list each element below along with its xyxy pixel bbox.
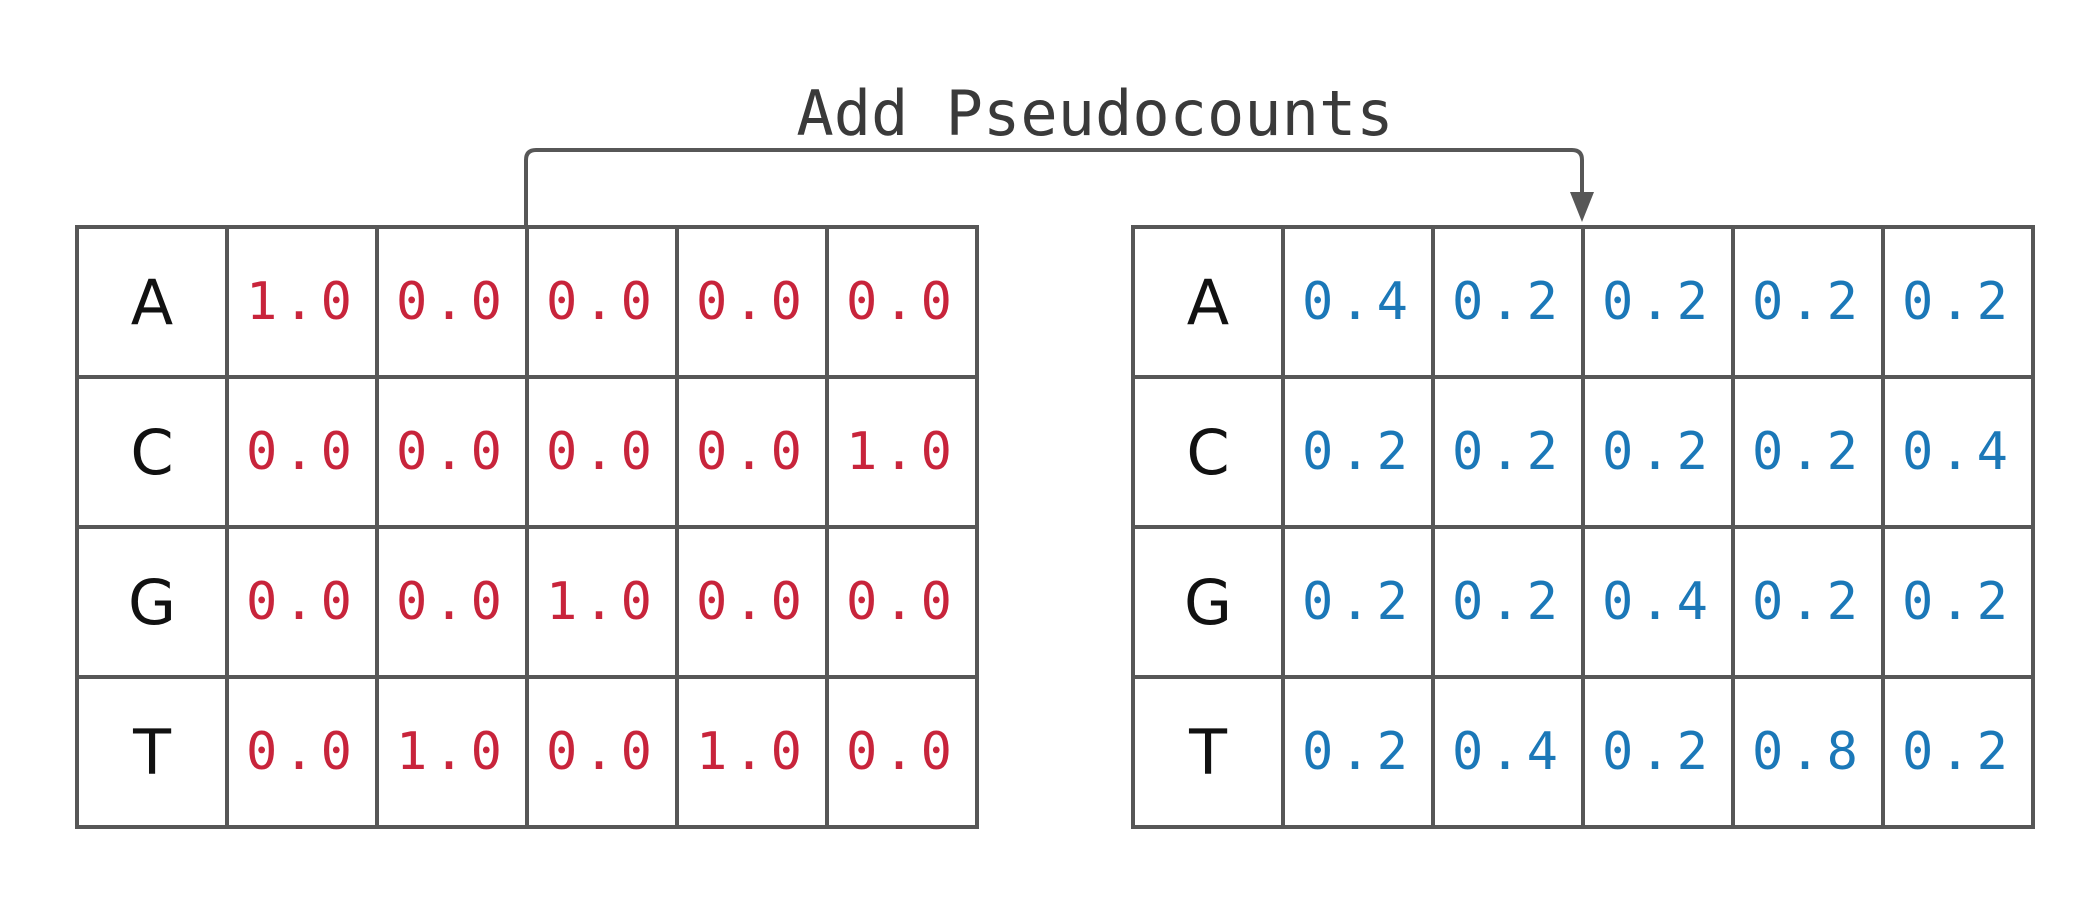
matrix-row-g: G 0.2 0.2 0.4 0.2 0.2 [1131,525,2035,679]
count-cell: 0.0 [525,225,679,379]
probability-cell: 0.4 [1881,375,2035,529]
matrix-row-a: A 1.0 0.0 0.0 0.0 0.0 [75,225,979,379]
matrix-row-c: C 0.2 0.2 0.2 0.2 0.4 [1131,375,2035,529]
matrix-row-a: A 0.4 0.2 0.2 0.2 0.2 [1131,225,2035,379]
probability-cell: 0.2 [1431,375,1585,529]
probability-cell: 0.8 [1731,675,1885,829]
count-cell: 1.0 [225,225,379,379]
base-label-a: A [1131,225,1285,379]
count-cell: 1.0 [375,675,529,829]
pseudocount-matrix: A 0.4 0.2 0.2 0.2 0.2 C 0.2 0.2 0.2 0.2 … [1131,225,2035,829]
base-label-t: T [1131,675,1285,829]
base-label-g: G [1131,525,1285,679]
probability-cell: 0.4 [1431,675,1585,829]
count-cell: 1.0 [675,675,829,829]
probability-cell: 0.2 [1281,375,1435,529]
arrow-line [524,148,1584,225]
count-cell: 0.0 [525,375,679,529]
count-matrix: A 1.0 0.0 0.0 0.0 0.0 C 0.0 0.0 0.0 0.0 … [75,225,979,829]
probability-cell: 0.2 [1281,675,1435,829]
count-cell: 0.0 [675,525,829,679]
matrix-row-g: G 0.0 0.0 1.0 0.0 0.0 [75,525,979,679]
count-cell: 0.0 [225,675,379,829]
count-cell: 0.0 [375,225,529,379]
probability-cell: 0.2 [1431,525,1585,679]
probability-cell: 0.2 [1731,375,1885,529]
count-cell: 0.0 [225,375,379,529]
count-cell: 0.0 [825,225,979,379]
base-label-g: G [75,525,229,679]
probability-cell: 0.2 [1581,375,1735,529]
base-label-t: T [75,675,229,829]
probability-cell: 0.4 [1281,225,1435,379]
count-cell: 0.0 [675,225,829,379]
base-label-a: A [75,225,229,379]
count-cell: 1.0 [525,525,679,679]
probability-cell: 0.2 [1881,525,2035,679]
probability-cell: 0.2 [1881,225,2035,379]
count-cell: 1.0 [825,375,979,529]
count-cell: 0.0 [525,675,679,829]
probability-cell: 0.2 [1431,225,1585,379]
matrix-row-t: T 0.2 0.4 0.2 0.8 0.2 [1131,675,2035,829]
count-cell: 0.0 [675,375,829,529]
base-label-c: C [1131,375,1285,529]
diagram-title: Add Pseudocounts [796,77,1394,150]
probability-cell: 0.2 [1581,675,1735,829]
probability-cell: 0.2 [1281,525,1435,679]
count-cell: 0.0 [825,675,979,829]
matrix-row-t: T 0.0 1.0 0.0 1.0 0.0 [75,675,979,829]
probability-cell: 0.4 [1581,525,1735,679]
matrix-row-c: C 0.0 0.0 0.0 0.0 1.0 [75,375,979,529]
probability-cell: 0.2 [1731,525,1885,679]
probability-cell: 0.2 [1881,675,2035,829]
probability-cell: 0.2 [1581,225,1735,379]
count-cell: 0.0 [225,525,379,679]
count-cell: 0.0 [825,525,979,679]
base-label-c: C [75,375,229,529]
probability-cell: 0.2 [1731,225,1885,379]
count-cell: 0.0 [375,525,529,679]
count-cell: 0.0 [375,375,529,529]
arrow-head [1570,192,1594,222]
